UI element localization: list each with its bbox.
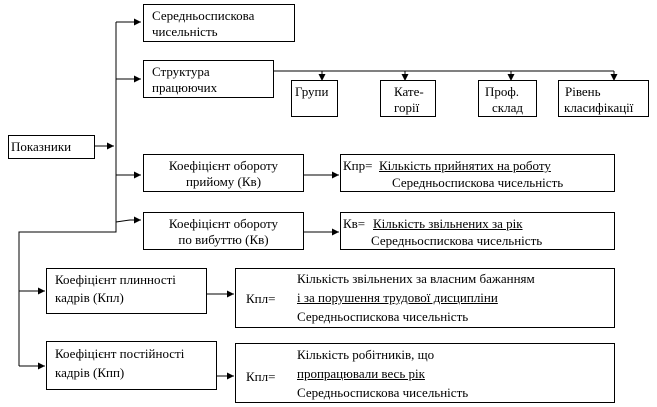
groups-line1: Групи bbox=[295, 84, 329, 99]
leave-turnover-formula: Кв= Кількість звільнених за рік Середньо… bbox=[340, 212, 615, 250]
qualification-box: Рівень класифікації bbox=[558, 80, 649, 117]
root-label: Показники bbox=[11, 139, 72, 154]
fluidity-box: Коефіцієнт плинності кадрів (Кпл) bbox=[46, 268, 207, 314]
categories-line2: горії bbox=[394, 100, 420, 115]
stability-numerator-line2: пропрацювали весь рік bbox=[297, 366, 425, 381]
hire-turnover-formula: Кпр= Кількість прийнятих на роботу Серед… bbox=[340, 154, 615, 192]
indicators-root-box: Показники bbox=[8, 135, 95, 159]
hire-formula-denominator: Середньоспискова чисельність bbox=[392, 175, 564, 190]
categories-box: Кате- горії bbox=[380, 80, 436, 117]
profession-line2: склад bbox=[492, 100, 523, 115]
leave-turnover-line2: по вибуттю (Кв) bbox=[178, 232, 269, 247]
hire-formula-prefix: Кпр= bbox=[343, 158, 373, 173]
stability-formula: Кпл= Кількість робітників, що пропрацюва… bbox=[235, 343, 615, 403]
fluidity-line1: Коефіцієнт плинності bbox=[55, 272, 176, 287]
qualification-line2: класифікації bbox=[564, 100, 634, 115]
leave-formula-numerator: Кількість звільнених за рік bbox=[373, 216, 523, 231]
leave-formula-denominator: Середньоспискова чисельність bbox=[371, 233, 543, 248]
hire-turnover-line1: Коефіцієнт обороту bbox=[168, 158, 279, 173]
hire-turnover-line2: прийому (Кв) bbox=[185, 174, 262, 189]
stability-formula-prefix: Кпл= bbox=[246, 369, 276, 384]
fluidity-line2: кадрів (Кпл) bbox=[55, 290, 124, 305]
structure-line1: Структура bbox=[152, 64, 210, 79]
hire-turnover-box: Коефіцієнт обороту прийому (Кв) bbox=[143, 154, 304, 192]
hire-formula-numerator: Кількість прийнятих на роботу bbox=[379, 158, 551, 173]
fluidity-denominator: Середньоспискова чисельність bbox=[297, 309, 469, 324]
leave-turnover-box: Коефіцієнт обороту по вибуттю (Кв) bbox=[143, 212, 304, 250]
fluidity-formula-prefix: Кпл= bbox=[246, 291, 276, 306]
fluidity-formula: Кпл= Кількість звільнених за власним баж… bbox=[235, 268, 615, 328]
stability-line1: Коефіцієнт постійності bbox=[55, 346, 185, 361]
leave-formula-prefix: Кв= bbox=[343, 216, 366, 231]
avg-headcount-line2: чисельність bbox=[152, 24, 218, 39]
stability-box: Коефіцієнт постійності кадрів (Кпп) bbox=[46, 341, 217, 390]
categories-line1: Кате- bbox=[394, 84, 424, 99]
groups-box: Групи bbox=[291, 80, 338, 117]
profession-line1: Проф. bbox=[485, 84, 520, 99]
fluidity-numerator-line2: і за порушення трудової дисципліни bbox=[297, 290, 498, 305]
avg-headcount-box: Середньоспискова чисельність bbox=[143, 4, 295, 42]
avg-headcount-line1: Середньоспискова bbox=[152, 8, 255, 23]
stability-denominator: Середньоспискова чисельність bbox=[297, 385, 469, 400]
profession-box: Проф. склад bbox=[478, 80, 537, 117]
fluidity-numerator-line1: Кількість звільнених за власним бажанням bbox=[297, 271, 535, 286]
qualification-line1: Рівень bbox=[565, 84, 601, 99]
stability-numerator-line1: Кількість робітників, що bbox=[297, 347, 435, 362]
structure-line2: працюючих bbox=[152, 80, 218, 95]
leave-turnover-line1: Коефіцієнт обороту bbox=[168, 216, 279, 231]
structure-box: Структура працюючих bbox=[143, 60, 274, 98]
stability-line2: кадрів (Кпп) bbox=[55, 365, 125, 380]
